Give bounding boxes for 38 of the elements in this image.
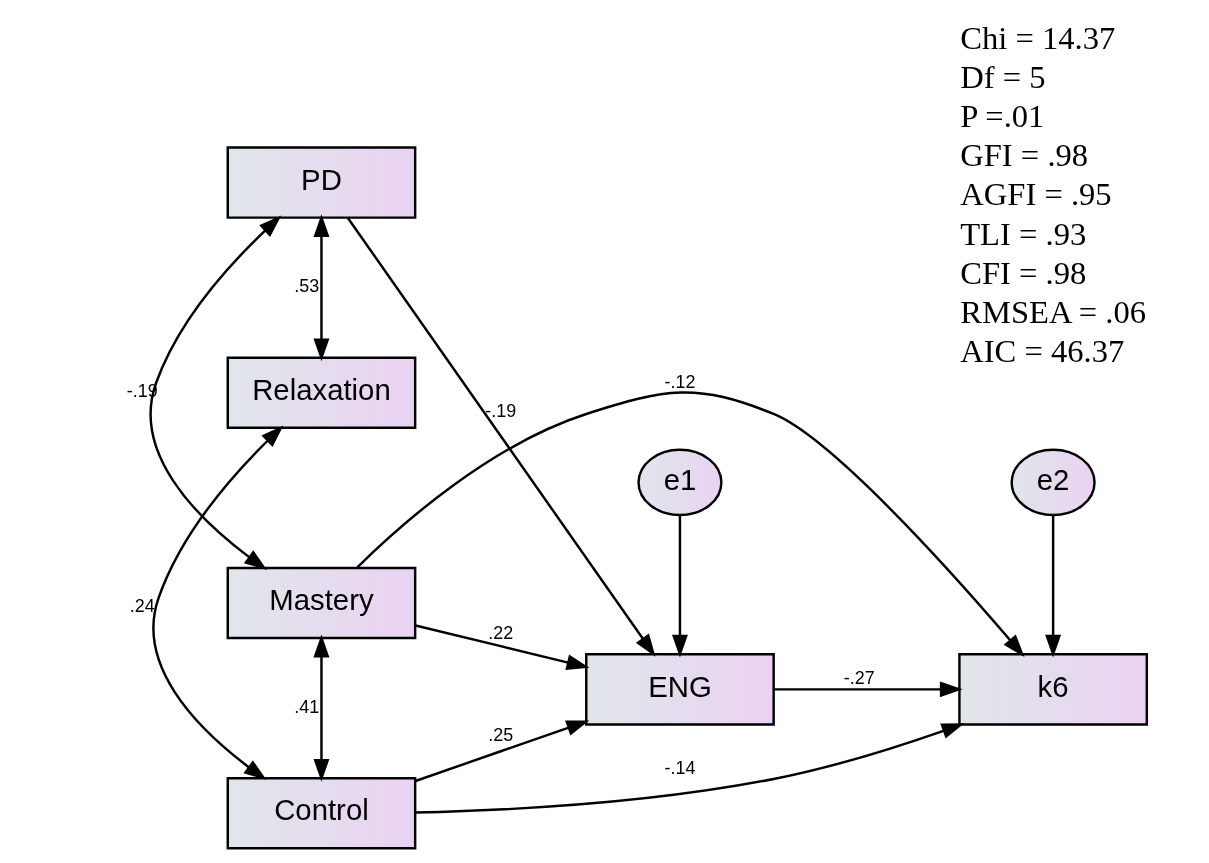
- node-box: ENG: [584, 653, 775, 726]
- arrow: [312, 634, 329, 782]
- arrow: [148, 215, 281, 571]
- label: RMSEA = .06: [959, 293, 1146, 330]
- arrow: [414, 720, 589, 783]
- edge-label: .25: [487, 725, 513, 746]
- node-ellipse: e2: [1010, 448, 1096, 517]
- edge-label: .53: [293, 276, 319, 297]
- edge-label: -.12: [664, 371, 695, 392]
- node-ellipse: e1: [636, 448, 723, 517]
- arrow: [773, 681, 963, 698]
- arrow: [312, 214, 329, 362]
- label: AGFI = .95: [959, 176, 1112, 213]
- edge-label: .24: [129, 596, 155, 617]
- label: CFI = .98: [959, 254, 1086, 291]
- label: TLI = .93: [959, 215, 1086, 252]
- arrow: [671, 515, 688, 658]
- label: GFI = .98: [959, 137, 1088, 174]
- arrow: [1044, 515, 1061, 658]
- arrow: [355, 391, 1024, 657]
- node-box: Control: [226, 776, 416, 850]
- node-box: k6: [957, 653, 1148, 726]
- label: P =.01: [959, 98, 1044, 135]
- node-box: PD: [226, 146, 416, 219]
- label: AIC = 46.37: [959, 332, 1124, 369]
- edge-label: -.27: [843, 668, 875, 689]
- edge-label: .41: [293, 696, 319, 717]
- node-box: Relaxation: [226, 356, 416, 430]
- arrow: [414, 723, 964, 814]
- edge-label: -.19: [484, 400, 516, 421]
- arrow: [414, 624, 589, 671]
- label: Df = 5: [959, 59, 1046, 96]
- arrow: [346, 217, 655, 657]
- arrow: [151, 425, 283, 781]
- edge-label: -.14: [664, 757, 695, 778]
- node-box: Mastery: [226, 566, 416, 640]
- label: Chi = 14.37: [959, 19, 1115, 56]
- edge-label: .22: [487, 622, 513, 643]
